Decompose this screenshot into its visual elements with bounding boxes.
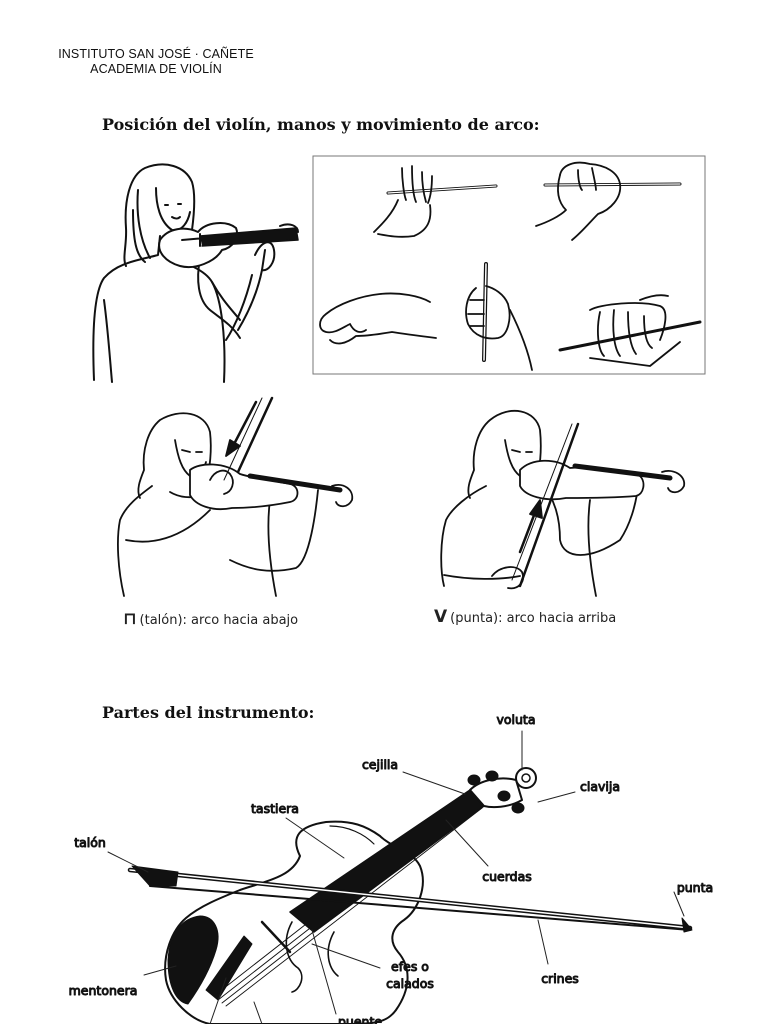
up-bow-text: (punta): arco hacia arriba (450, 611, 617, 626)
label-clavija: clavija (580, 779, 620, 794)
hand-positions-frame (312, 155, 706, 375)
section-title-parts: Partes del instrumento: (102, 703, 315, 722)
school-name: INSTITUTO SAN JOSÉ · CAÑETE (58, 47, 254, 61)
down-bow-illustration (117, 396, 354, 597)
label-cejilla: cejilla (362, 757, 398, 772)
label-tastiera: tastiera (251, 801, 299, 816)
label-crines: crines (541, 971, 579, 986)
down-bow-symbol: ⊓ (123, 609, 137, 629)
label-calados: calados (386, 976, 434, 991)
label-mentonera: mentonera (69, 983, 138, 998)
violinist-posture-illustration (92, 163, 299, 383)
down-bow-text: (talón): arco hacia abajo (139, 613, 299, 628)
label-puente: puente (338, 1014, 382, 1024)
school-header: INSTITUTO SAN JOSÉ · CAÑETE ACADEMIA DE … (56, 47, 256, 77)
academy-name: ACADEMIA DE VIOLÍN (90, 62, 222, 76)
label-punta: punta (677, 880, 713, 895)
label-talon: talón (74, 835, 106, 850)
bow-hold-illustrations (319, 161, 702, 371)
label-cuerdas: cuerdas (482, 869, 532, 884)
label-voluta: voluta (496, 712, 535, 727)
label-efes: efes o (391, 959, 429, 974)
up-bow-caption: V(punta): arco hacia arriba (434, 607, 616, 627)
section-title-position: Posición del violín, manos y movimiento … (102, 115, 540, 134)
up-bow-symbol: V (434, 607, 448, 627)
violin-parts-diagram: voluta cejilla clavija tastiera talón cu… (68, 712, 714, 1024)
down-bow-caption: ⊓(talón): arco hacia abajo (123, 609, 298, 629)
up-bow-illustration (440, 410, 686, 597)
